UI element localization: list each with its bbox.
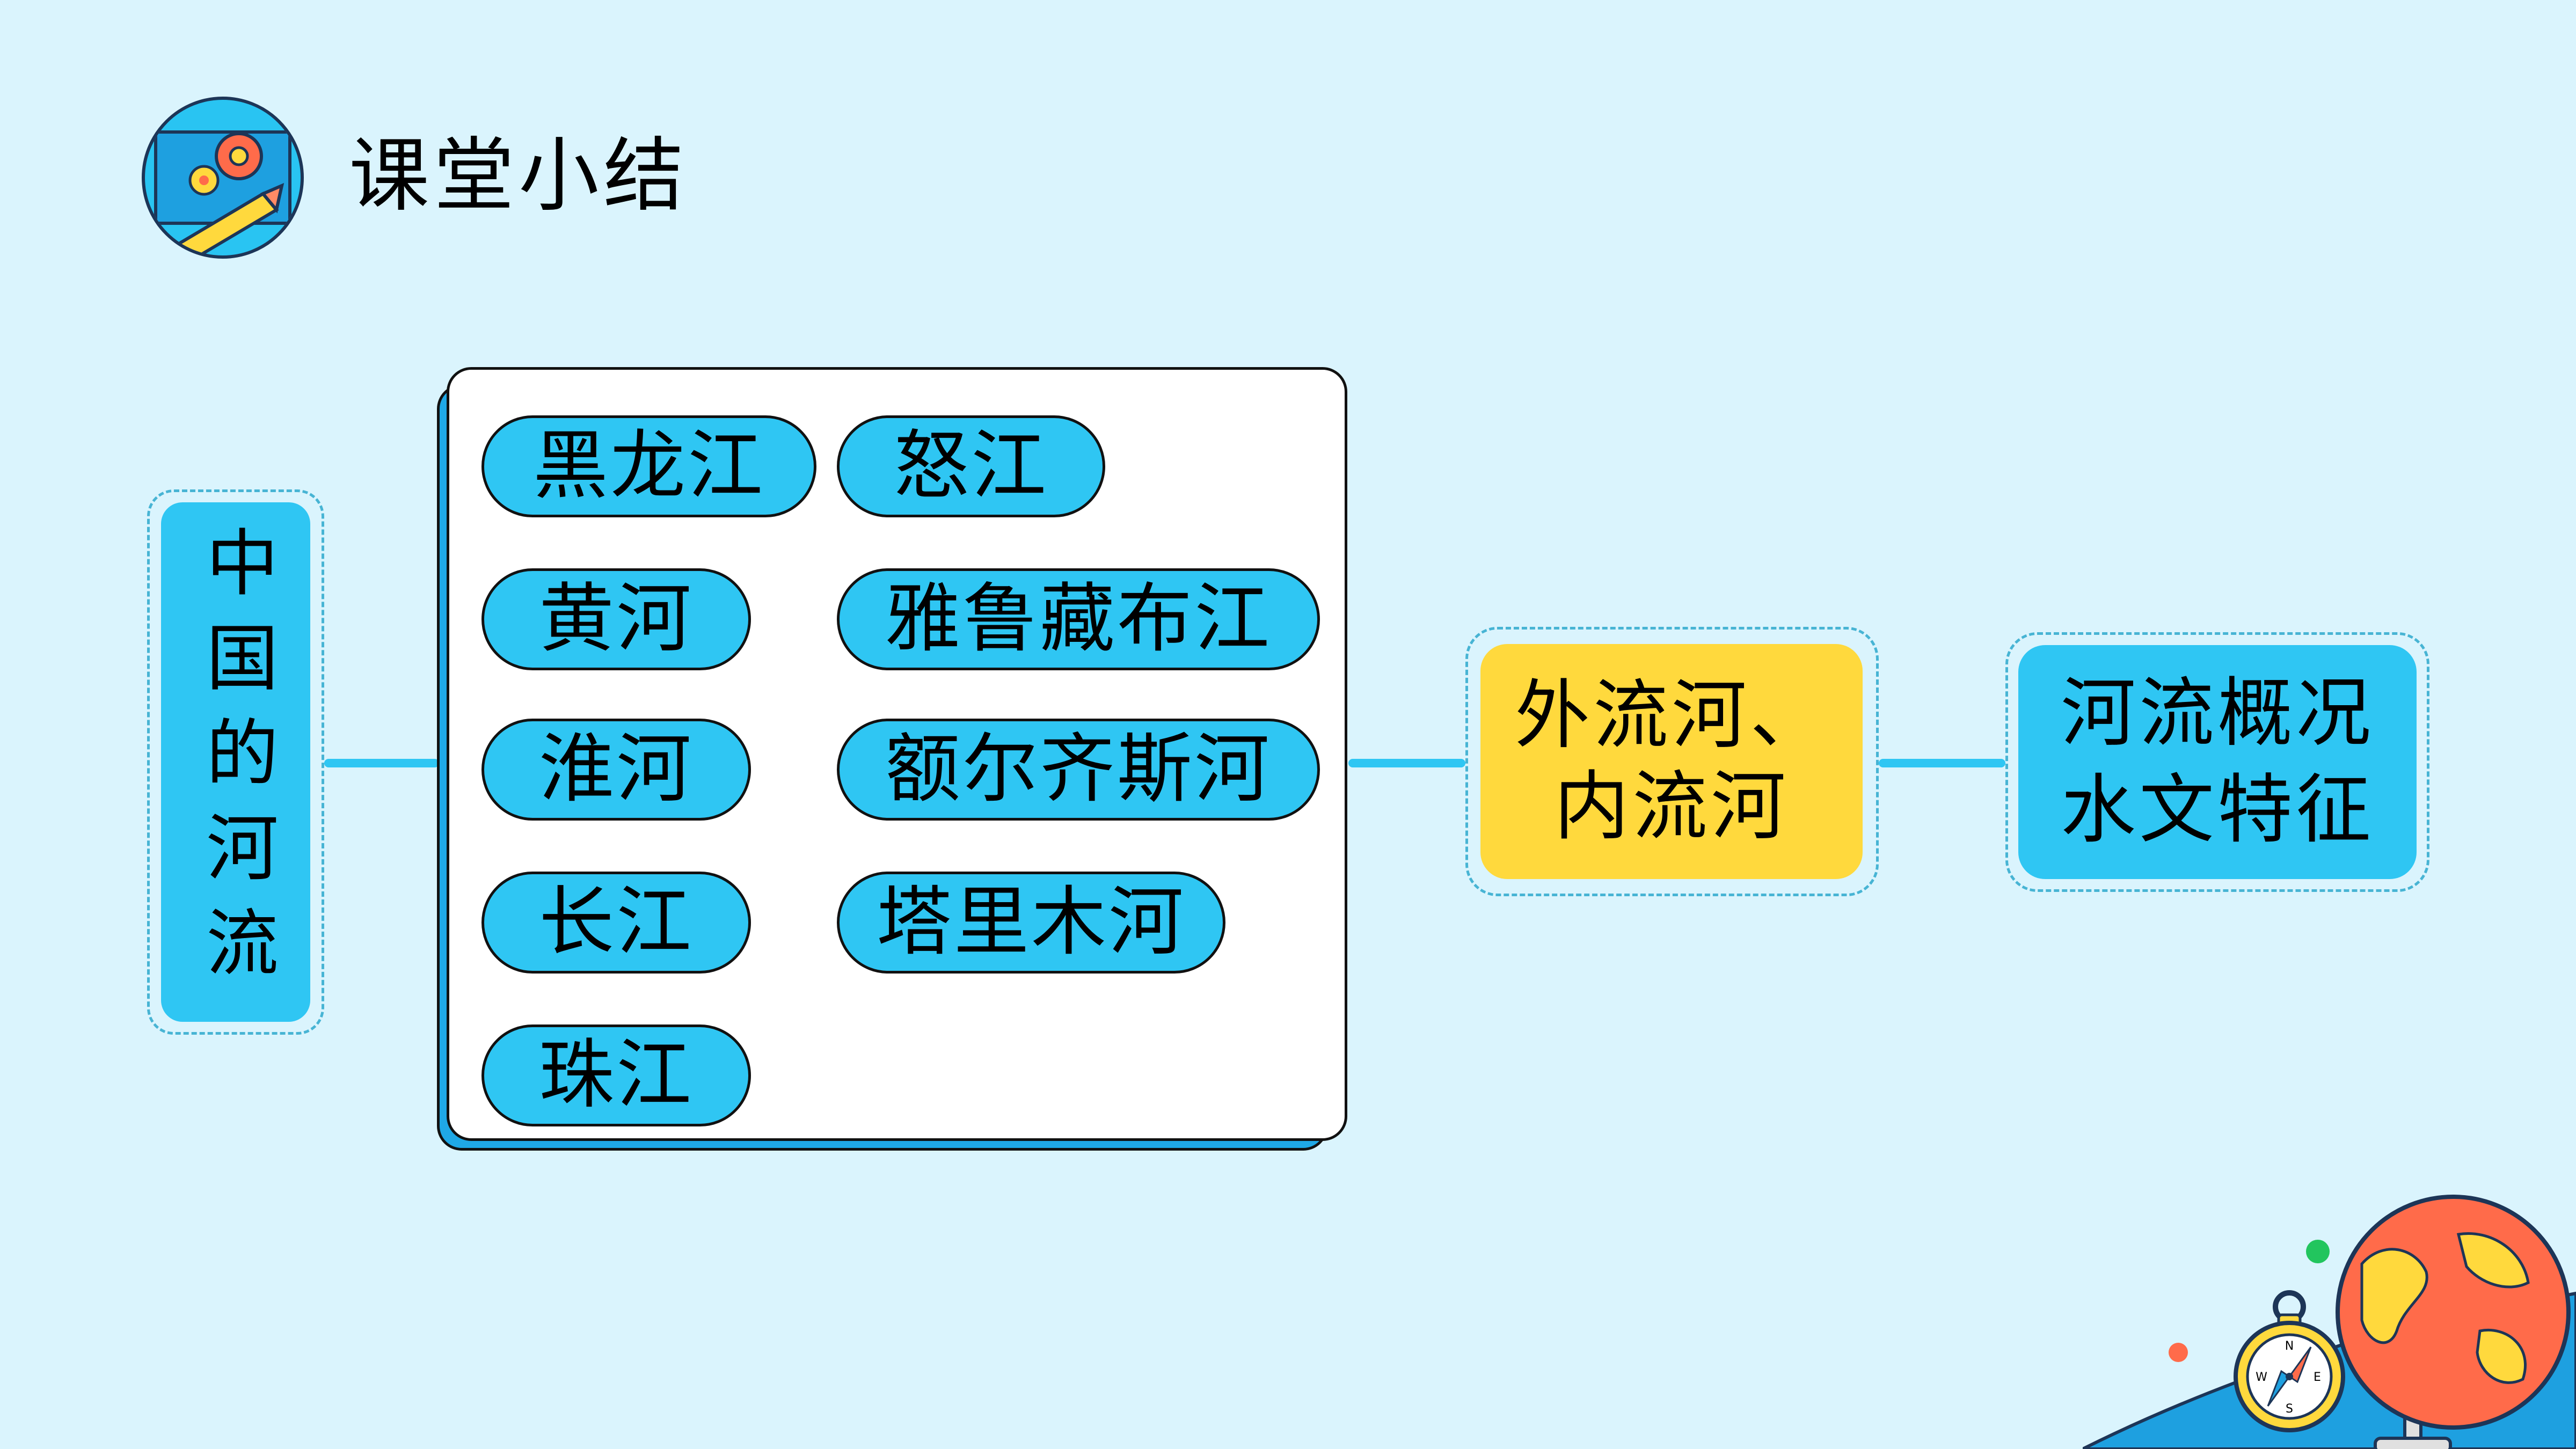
china-rivers-node-outline bbox=[147, 489, 324, 1035]
river-pill: 长江 bbox=[481, 872, 751, 974]
river-type-line-1: 外流河、 bbox=[1514, 672, 1828, 759]
connector-middle bbox=[1348, 759, 1465, 767]
river-pill: 塔里木河 bbox=[837, 872, 1225, 974]
river-pill: 黑龙江 bbox=[481, 415, 816, 517]
river-features-node-outline bbox=[2005, 632, 2429, 892]
river-type-line-2: 内流河 bbox=[1553, 763, 1789, 851]
river-features-line-1: 河流概况 bbox=[2060, 670, 2374, 757]
page-title: 课堂小结 bbox=[349, 129, 689, 223]
rivers-panel: 黑龙江 怒江 黄河 雅鲁藏布江 淮河 额尔齐斯河 长江 塔里木河 珠江 bbox=[447, 367, 1347, 1141]
river-pill: 额尔齐斯河 bbox=[837, 719, 1320, 821]
compass-icon: N W E S bbox=[2234, 1290, 2345, 1432]
river-pill: 雅鲁藏布江 bbox=[837, 568, 1320, 670]
lesson-logo-icon bbox=[142, 97, 304, 259]
china-rivers-node: 中国的河流 bbox=[161, 502, 310, 1022]
river-pill: 怒江 bbox=[837, 415, 1105, 517]
compass-e: E bbox=[2314, 1371, 2321, 1384]
river-type-node-outline bbox=[1465, 627, 1879, 896]
china-rivers-label: 中国的河流 bbox=[193, 524, 278, 1000]
compass-w: W bbox=[2256, 1371, 2267, 1384]
connector-right bbox=[1879, 759, 2005, 767]
river-type-node: 外流河、 内流河 bbox=[1480, 644, 1863, 879]
river-features-line-2: 水文特征 bbox=[2060, 766, 2374, 854]
globe-icon bbox=[2336, 1195, 2571, 1430]
river-pill: 黄河 bbox=[481, 568, 751, 670]
river-features-node: 河流概况 水文特征 bbox=[2018, 645, 2417, 879]
connector-left bbox=[324, 759, 439, 767]
compass-globe-decoration: N W E S bbox=[2083, 1195, 2576, 1449]
compass-n: N bbox=[2285, 1340, 2294, 1353]
river-pill: 珠江 bbox=[481, 1024, 751, 1126]
compass-s: S bbox=[2286, 1402, 2293, 1416]
river-pill: 淮河 bbox=[481, 719, 751, 821]
